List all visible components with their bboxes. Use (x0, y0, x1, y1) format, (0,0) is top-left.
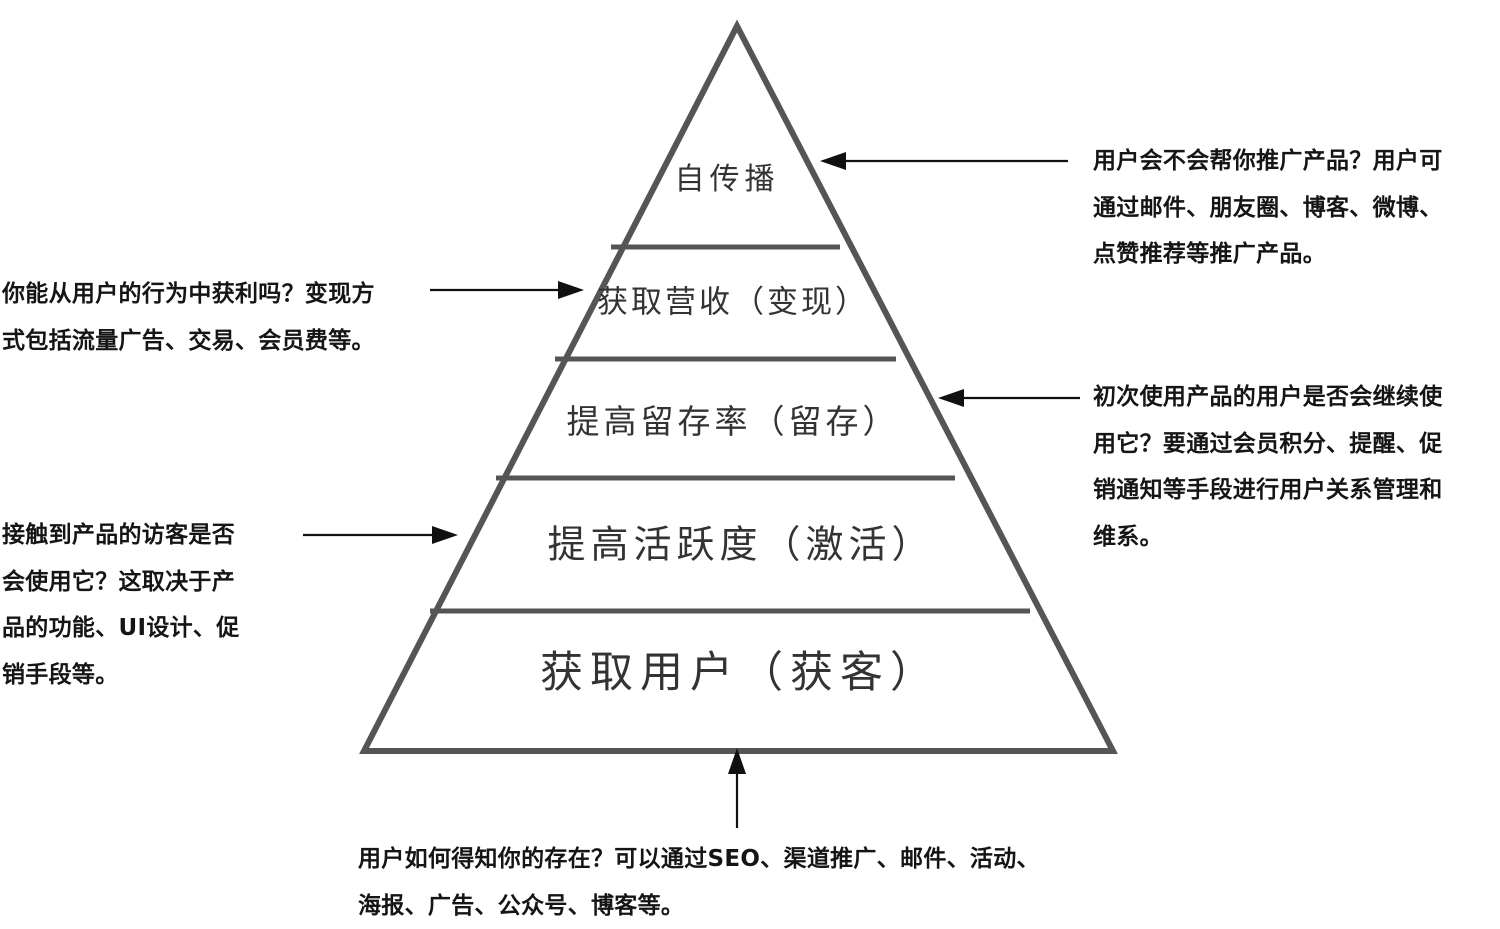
level-label-retention: 提高留存率（留存） (567, 402, 900, 441)
note-activation-line-3: 品的功能、UI设计、促 (2, 605, 240, 652)
arrow-revenue-head (558, 281, 584, 299)
arrow-retention-head (938, 389, 964, 407)
note-referral-line-2: 通过邮件、朋友圈、博客、微博、 (1093, 185, 1443, 232)
note-acquisition: 用户如何得知你的存在？可以通过SEO、渠道推广、邮件、活动、 海报、广告、公众号… (358, 836, 1040, 929)
note-activation-line-4: 销手段等。 (2, 652, 240, 699)
note-retention-line-2: 用它？要通过会员积分、提醒、促 (1093, 421, 1443, 468)
pyramid-outline (364, 26, 1113, 751)
note-retention: 初次使用产品的用户是否会继续使 用它？要通过会员积分、提醒、促 销通知等手段进行… (1093, 374, 1443, 560)
arrow-activation-head (432, 526, 458, 544)
note-activation-line-1: 接触到产品的访客是否 (2, 512, 240, 559)
note-acquisition-line-1: 用户如何得知你的存在？可以通过SEO、渠道推广、邮件、活动、 (358, 836, 1040, 883)
level-label-referral: 自传播 (675, 162, 780, 197)
level-label-acquisition: 获取用户（获客） (540, 648, 940, 698)
note-retention-line-4: 维系。 (1093, 514, 1443, 561)
note-referral-line-1: 用户会不会帮你推广产品？用户可 (1093, 138, 1443, 185)
level-label-activation: 提高活跃度（激活） (547, 523, 934, 567)
note-retention-line-1: 初次使用产品的用户是否会继续使 (1093, 374, 1443, 421)
note-revenue-line-1: 你能从用户的行为中获利吗？变现方 (2, 271, 375, 318)
note-revenue-line-2: 式包括流量广告、交易、会员费等。 (2, 318, 375, 365)
arrow-referral-head (820, 152, 846, 170)
note-referral: 用户会不会帮你推广产品？用户可 通过邮件、朋友圈、博客、微博、 点赞推荐等推广产… (1093, 138, 1443, 278)
level-label-revenue: 获取营收（变现） (597, 285, 869, 321)
note-retention-line-3: 销通知等手段进行用户关系管理和 (1093, 467, 1443, 514)
note-acquisition-line-2: 海报、广告、公众号、博客等。 (358, 883, 1040, 929)
note-activation-line-2: 会使用它？这取决于产 (2, 559, 240, 606)
note-revenue: 你能从用户的行为中获利吗？变现方 式包括流量广告、交易、会员费等。 (2, 271, 375, 364)
note-activation: 接触到产品的访客是否 会使用它？这取决于产 品的功能、UI设计、促 销手段等。 (2, 512, 240, 698)
note-referral-line-3: 点赞推荐等推广产品。 (1093, 231, 1443, 278)
